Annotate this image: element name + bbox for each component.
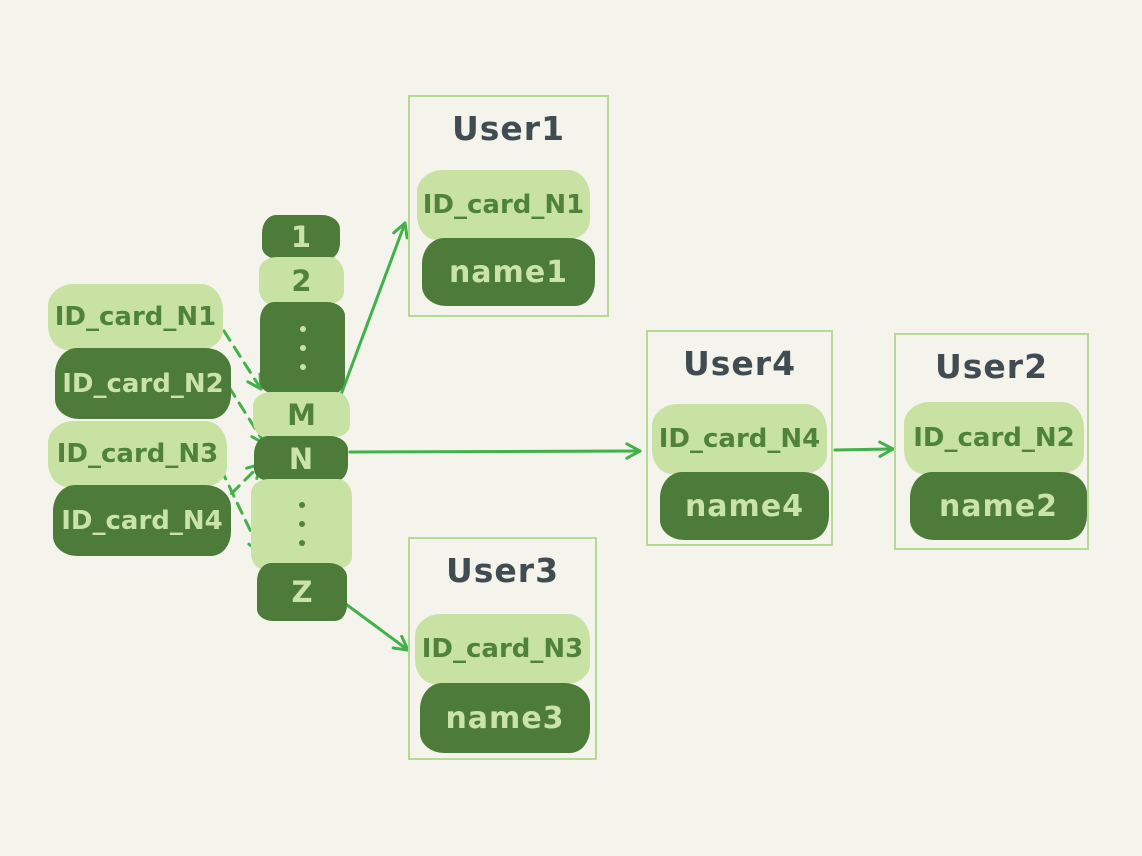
user-id-pill-user3: ID_card_N3 [415,614,590,684]
id-card-pill-id_card_n4: ID_card_N4 [53,485,231,556]
arrow-bucket_n-to-user4 [348,442,642,460]
id-card-pill-id_card_n1: ID_card_N1 [48,284,223,350]
user-box-title: User1 [451,109,566,148]
bucket-slot-bucket_n: N [254,436,348,481]
user-name-pill-user2: name2 [910,472,1087,540]
ellipsis-dots-icon [299,326,306,370]
bucket-slot-bucket_z: Z [257,563,347,621]
arrow-bucket_z-to-user3 [341,600,410,652]
bucket-slot-bucket_m: M [253,392,350,437]
bucket-slot-bucket_ellipsis_top [260,302,345,394]
user-name-pill-user3: name3 [420,683,590,753]
bucket-slot-bucket_ellipsis_bot [251,479,352,569]
id-card-pill-id_card_n2: ID_card_N2 [55,348,231,419]
id-card-pill-id_card_n3: ID_card_N3 [48,421,227,487]
user-box-title: User2 [934,347,1049,386]
arrow-user4-to-user2 [833,440,895,458]
user-name-pill-user1: name1 [422,238,595,306]
user-id-pill-user1: ID_card_N1 [417,170,590,240]
ellipsis-dots-icon [298,502,305,546]
user-box-title: User4 [682,344,797,383]
bucket-slot-bucket_2: 2 [259,257,344,304]
user-id-pill-user4: ID_card_N4 [652,404,827,474]
bucket-slot-bucket_1: 1 [262,215,340,259]
user-name-pill-user4: name4 [660,472,829,540]
arrow-bucket_m-to-user1 [337,221,409,402]
user-id-pill-user2: ID_card_N2 [904,402,1084,474]
user-box-title: User3 [445,551,560,590]
